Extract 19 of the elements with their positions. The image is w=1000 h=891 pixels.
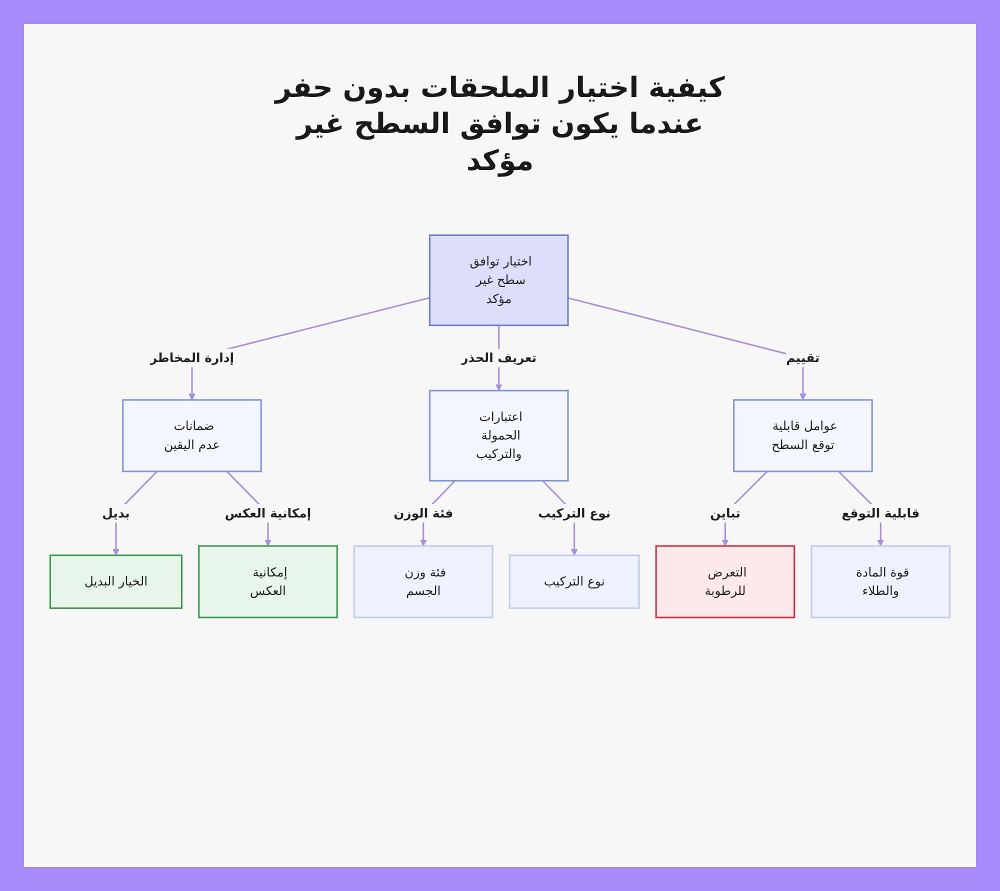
arrow <box>568 297 806 400</box>
node-box: إمكانية العكس <box>198 545 338 618</box>
edge-label: تباين <box>710 506 740 520</box>
node-box: فئة وزن الجسم <box>353 545 494 618</box>
edge-label: قابلية التوقع <box>842 506 920 520</box>
node-box: نوع التركيب <box>508 554 640 609</box>
node-box: ضمانات عدم اليقين <box>122 399 262 472</box>
edge-label: فئة الوزن <box>394 506 454 520</box>
diagram-title: كيفية اختيار الملحقات بدون حفر عندما يكون توافق السطح غير مؤكد <box>273 70 726 179</box>
node-box: التعرض للرطوبة <box>655 545 796 618</box>
edge-label: تقييم <box>786 350 820 365</box>
node-box: الخيار البديل <box>49 554 183 609</box>
node-box: عوامل قابلية توقع السطح <box>733 399 873 472</box>
edge-label: نوع التركيب <box>538 506 611 520</box>
edge-label: بديل <box>102 506 130 520</box>
node-box: اختيار توافق سطح غير مؤكد <box>428 234 569 326</box>
node-box: قوة المادة والطلاء <box>810 545 951 618</box>
edge-label: إمكانية العكس <box>224 506 312 520</box>
node-box: اعتبارات الحمولة والتركيب <box>428 390 569 482</box>
